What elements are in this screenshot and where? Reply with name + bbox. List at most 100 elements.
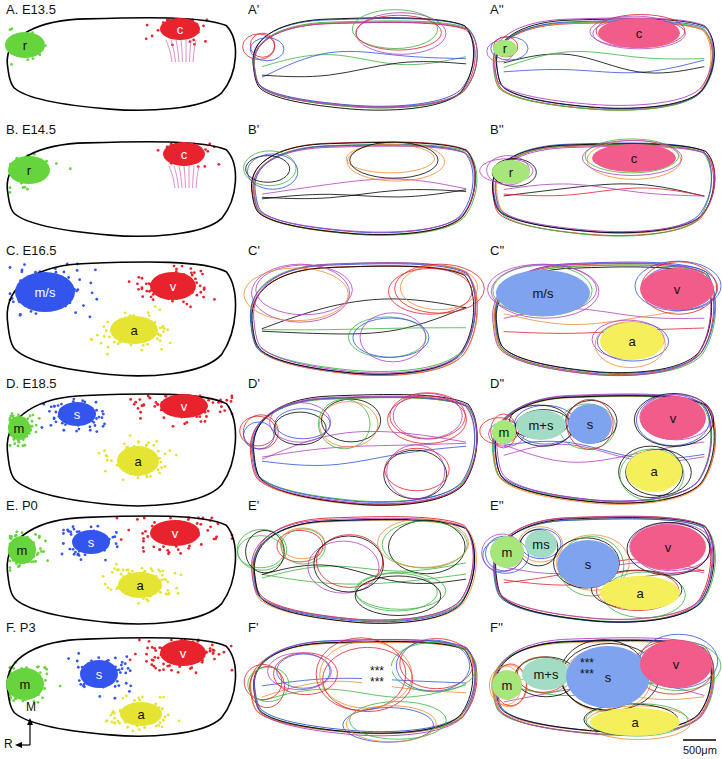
cell-dot: [136, 282, 139, 285]
cell-dot: [92, 421, 95, 424]
cell-dot: [127, 529, 130, 532]
cell-dot: [162, 719, 165, 722]
cell-dot: [110, 459, 113, 462]
cell-dot: [141, 567, 144, 570]
arrow-head: [15, 742, 22, 748]
cell-dot: [91, 291, 94, 294]
cell-dot: [157, 468, 160, 471]
cell-dot: [140, 349, 143, 352]
region-blob: v: [640, 268, 714, 310]
region-blob: a: [600, 322, 664, 360]
region-letter: r: [509, 165, 513, 180]
region-blob: c: [592, 144, 676, 172]
cell-dot: [159, 327, 162, 330]
cell-dot: [145, 598, 148, 601]
area-contour: [626, 449, 692, 495]
cell-dot: [89, 429, 92, 432]
cell-dot: [34, 533, 37, 536]
cell-dot: [159, 339, 162, 342]
cell-dot: [189, 267, 192, 270]
cell-dot: [46, 672, 49, 675]
blob-fill: [516, 410, 566, 440]
cell-dot: [62, 542, 65, 545]
cell-dot: [19, 313, 22, 316]
cortex-contour: [253, 18, 474, 110]
cell-dot: [154, 305, 157, 308]
cell-dot: [32, 560, 35, 563]
scale-bar: [683, 739, 716, 741]
region-blob: m/s: [15, 272, 75, 312]
cell-dot: [124, 672, 127, 675]
cell-dot: [37, 665, 40, 668]
cell-dot: [21, 531, 24, 534]
cell-dot: [67, 276, 70, 279]
cell-dot: [42, 550, 45, 553]
cell-dot: [138, 639, 141, 642]
axon-trace: [186, 40, 187, 62]
cell-dot: [69, 167, 72, 170]
area-contour: [634, 393, 713, 446]
cell-dot: [161, 574, 164, 577]
cell-dot: [55, 162, 58, 165]
cell-dot: [199, 291, 202, 294]
cell-dot: [145, 444, 148, 447]
cell-dot: [130, 344, 133, 347]
cell-dot: [159, 721, 162, 724]
cell-dot: [137, 440, 140, 443]
cell-dot: [107, 659, 110, 662]
cell-dot: [62, 271, 65, 274]
region-letter: a: [130, 323, 137, 338]
blob-fill: [80, 660, 118, 688]
cell-dot: [95, 409, 98, 412]
cell-dot: [166, 328, 169, 331]
cell-dot: [231, 669, 234, 672]
cell-dot: [212, 401, 215, 404]
area-contour: [262, 563, 466, 578]
cell-dot: [175, 587, 178, 590]
cell-dot: [134, 401, 137, 404]
cell-dot: [198, 415, 201, 418]
axon-trace: [190, 40, 192, 62]
cell-dot: [143, 517, 146, 520]
axis-arrow: [29, 722, 30, 745]
cell-dot: [175, 268, 178, 271]
cell-dot: [204, 420, 207, 423]
region-blob: a: [626, 450, 682, 492]
cell-dot: [128, 280, 131, 283]
axon-trace: [184, 166, 186, 188]
cell-dot: [168, 449, 171, 452]
area-contour: [247, 154, 297, 189]
cell-dot: [22, 186, 25, 189]
cell-dot: [157, 724, 160, 727]
blob-fill: [58, 402, 96, 426]
area-contour: [494, 37, 518, 57]
area-contour: [280, 528, 325, 559]
cell-dot: [127, 568, 130, 571]
cell-dot: [162, 330, 165, 333]
region-letter: a: [137, 707, 144, 722]
blob-fill: [590, 708, 680, 736]
axon-trace: [169, 166, 175, 188]
cell-dot: [193, 271, 196, 274]
area-contour: [491, 414, 517, 448]
cell-dot: [202, 296, 205, 299]
axon-trace: [193, 166, 195, 188]
cortex-contour: [494, 265, 711, 375]
region-blob: ms: [525, 530, 557, 558]
cortex-contour: [494, 517, 713, 620]
cell-dot: [194, 277, 197, 280]
cortex-contour: [250, 264, 475, 375]
cell-dot: [106, 719, 109, 722]
area-contour: [360, 313, 426, 362]
blob-fill: [150, 520, 200, 546]
area-contour: [559, 404, 615, 449]
cell-dot: [205, 415, 208, 418]
cell-dot: [95, 430, 98, 433]
axon-trace: [181, 40, 183, 62]
cell-dot: [200, 420, 203, 423]
area-contour: [256, 265, 353, 315]
cell-dot: [109, 588, 112, 591]
area-contour: [356, 15, 442, 50]
panel-letter: E': [246, 498, 261, 513]
area-contour: [620, 449, 684, 501]
